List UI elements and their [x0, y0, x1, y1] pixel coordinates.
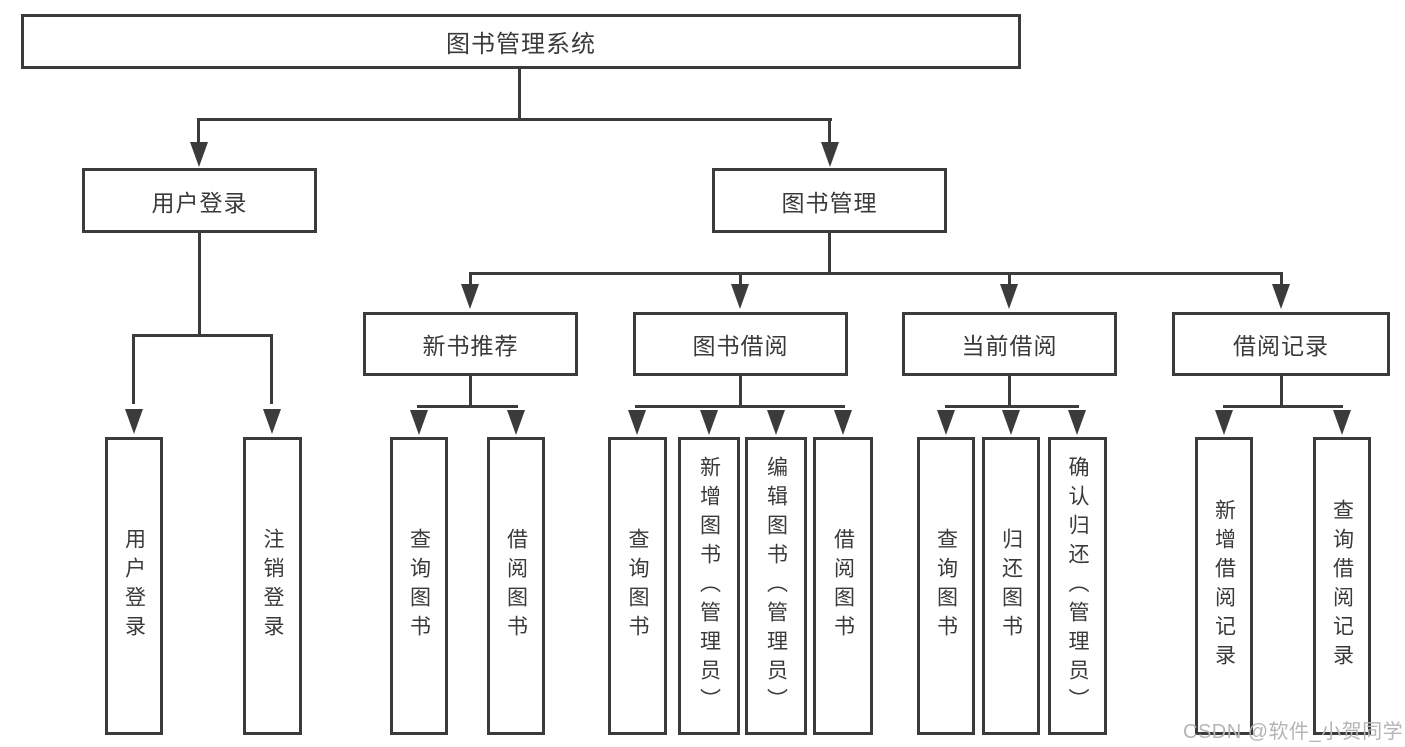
leaf-query-books-3: 查询图书	[917, 437, 975, 735]
connector-line	[739, 272, 742, 287]
connector-line	[1008, 272, 1011, 287]
node-current-borrowing: 当前借阅	[902, 312, 1117, 376]
node-root: 图书管理系统	[21, 14, 1021, 69]
arrow-down-icon	[937, 410, 955, 435]
arrow-down-icon	[190, 142, 208, 167]
connector-line	[1008, 376, 1011, 408]
leaf-borrow-books-1-label: 借阅图书	[504, 528, 528, 644]
node-new-book-recommend-label: 新书推荐	[422, 333, 519, 359]
arrow-down-icon	[461, 284, 479, 309]
leaf-query-books-2-label: 查询图书	[626, 528, 649, 644]
leaf-query-borrow-record: 查询借阅记录	[1313, 437, 1371, 735]
arrow-down-icon	[834, 410, 852, 435]
connector-line	[132, 334, 135, 404]
connector-line	[270, 334, 273, 404]
connector-line	[739, 376, 742, 408]
leaf-return-books: 归还图书	[982, 437, 1040, 735]
connector-line	[417, 405, 518, 408]
leaf-add-borrow-record-label: 新增借阅记录	[1212, 499, 1236, 673]
node-user-login: 用户登录	[82, 168, 317, 233]
leaf-user-login-label: 用户登录	[122, 528, 146, 644]
arrow-down-icon	[125, 409, 143, 434]
leaf-logout: 注销登录	[243, 437, 302, 735]
leaf-return-books-label: 归还图书	[999, 528, 1023, 644]
connector-line	[828, 118, 831, 146]
node-book-borrowing-label: 图书借阅	[692, 333, 789, 359]
connector-line	[635, 405, 845, 408]
leaf-query-books-2: 查询图书	[608, 437, 667, 735]
leaf-edit-books-admin-label: 编辑图书（管理员）	[764, 455, 788, 717]
node-user-login-label: 用户登录	[151, 189, 248, 216]
leaf-edit-books-admin: 编辑图书（管理员）	[745, 437, 807, 735]
node-borrowing-records: 借阅记录	[1172, 312, 1390, 376]
connector-line	[469, 272, 1283, 275]
leaf-confirm-return-admin: 确认归还（管理员）	[1048, 437, 1107, 735]
connector-line	[132, 334, 273, 337]
connector-line	[945, 405, 1079, 408]
arrow-down-icon	[1002, 410, 1020, 435]
leaf-add-books-admin: 新增图书（管理员）	[678, 437, 740, 735]
connector-line	[469, 272, 472, 287]
leaf-user-login: 用户登录	[105, 437, 163, 735]
leaf-borrow-books-2-label: 借阅图书	[831, 528, 855, 644]
arrow-down-icon	[1272, 284, 1290, 309]
arrow-down-icon	[410, 410, 428, 435]
connector-line	[1280, 272, 1283, 287]
arrow-down-icon	[700, 410, 718, 435]
leaf-borrow-books-1: 借阅图书	[487, 437, 545, 735]
arrow-down-icon	[1000, 284, 1018, 309]
node-current-borrowing-label: 当前借阅	[961, 333, 1058, 359]
arrow-down-icon	[767, 410, 785, 435]
leaf-confirm-return-admin-label: 确认归还（管理员）	[1066, 455, 1089, 717]
csdn-watermark: CSDN @软件_小贺同学	[1183, 721, 1404, 743]
arrow-down-icon	[628, 410, 646, 435]
leaf-add-borrow-record: 新增借阅记录	[1195, 437, 1253, 735]
leaf-query-books-3-label: 查询图书	[934, 528, 958, 644]
connector-line	[1223, 405, 1343, 408]
leaf-borrow-books-2: 借阅图书	[813, 437, 873, 735]
connector-line	[197, 118, 200, 146]
connector-line	[518, 69, 521, 120]
arrow-down-icon	[263, 409, 281, 434]
arrow-down-icon	[1068, 410, 1086, 435]
connector-line	[198, 233, 201, 337]
arrow-down-icon	[1333, 410, 1351, 435]
node-new-book-recommend: 新书推荐	[363, 312, 578, 376]
node-book-management-label: 图书管理	[781, 189, 878, 216]
leaf-query-books-1: 查询图书	[390, 437, 448, 735]
node-book-borrowing: 图书借阅	[633, 312, 848, 376]
leaf-logout-label: 注销登录	[261, 528, 284, 644]
leaf-query-books-1-label: 查询图书	[407, 528, 431, 644]
arrow-down-icon	[821, 142, 839, 167]
node-root-label: 图书管理系统	[446, 31, 596, 58]
arrow-down-icon	[1215, 410, 1233, 435]
connector-line	[197, 118, 832, 121]
arrow-down-icon	[507, 410, 525, 435]
leaf-add-books-admin-label: 新增图书（管理员）	[697, 455, 721, 717]
arrow-down-icon	[731, 284, 749, 309]
connector-line	[828, 233, 831, 275]
node-book-management: 图书管理	[712, 168, 947, 233]
leaf-query-borrow-record-label: 查询借阅记录	[1330, 499, 1354, 673]
node-borrowing-records-label: 借阅记录	[1233, 333, 1329, 359]
connector-line	[469, 376, 472, 408]
connector-line	[1280, 376, 1283, 408]
